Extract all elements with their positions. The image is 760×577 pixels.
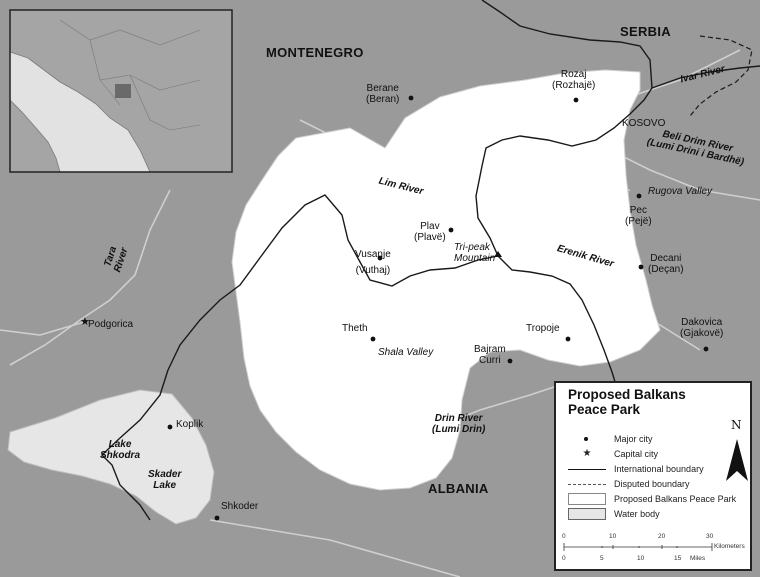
shkoder-river-line bbox=[209, 519, 461, 577]
city-markers bbox=[167, 95, 709, 521]
scale-km-0: 0 bbox=[562, 533, 566, 540]
label-plav: Plav(Plavë) bbox=[414, 221, 446, 243]
label-rugova-valley: Rugova Valley bbox=[648, 186, 713, 197]
lake-shkodra bbox=[7, 389, 215, 525]
theth-marker bbox=[370, 336, 376, 342]
disputed-boundary-symbol bbox=[568, 478, 606, 490]
pec-marker bbox=[636, 193, 642, 199]
label-kosovo: KOSOVO bbox=[622, 118, 666, 129]
berane-marker bbox=[408, 95, 414, 101]
label-koplik: Koplik bbox=[176, 419, 204, 430]
scale-km-30: 30 bbox=[706, 533, 714, 540]
tropoje-marker bbox=[565, 336, 571, 342]
scale-mi-15: 15 bbox=[674, 555, 682, 562]
legend-item-capital-city: ★ Capital city bbox=[568, 448, 659, 460]
decani-marker bbox=[638, 264, 644, 270]
scale-km-10: 10 bbox=[609, 533, 617, 540]
scale-mi-unit: Miles bbox=[690, 555, 706, 562]
label-decani: Decani(Deçan) bbox=[648, 253, 684, 275]
major-city-symbol bbox=[568, 433, 606, 445]
label-shala-valley: Shala Valley bbox=[378, 347, 434, 358]
shkoder-marker bbox=[214, 515, 220, 521]
intl-boundary-symbol bbox=[568, 463, 606, 475]
scale-km-unit: Kilometers bbox=[714, 543, 745, 550]
label-pec: Pec(Pejë) bbox=[625, 205, 652, 227]
legend-item-peace-park: Proposed Balkans Peace Park bbox=[568, 493, 736, 505]
label-tropoje: Tropoje bbox=[526, 323, 560, 334]
scale-km-20: 20 bbox=[658, 533, 666, 540]
inset-study-area bbox=[115, 84, 131, 98]
koplik-marker bbox=[167, 424, 173, 430]
capital-star-icon: ★ bbox=[582, 448, 592, 459]
scale-bar bbox=[563, 543, 713, 551]
podgorica-capital-marker: ★ bbox=[80, 315, 90, 328]
label-podgorica: Podgorica bbox=[88, 319, 134, 330]
dakovica-marker bbox=[703, 346, 709, 352]
disputed-boundary bbox=[689, 35, 753, 117]
label-albania: ALBANIA bbox=[428, 481, 489, 496]
label-vusanje: Vusanje(Vuthaj) bbox=[355, 249, 391, 276]
peace-park-area bbox=[231, 69, 661, 491]
label-theth: Theth bbox=[342, 323, 368, 334]
label-drin-river: Drin River(Lumi Drin) bbox=[432, 413, 486, 435]
boundary-serbia-kosovo bbox=[651, 65, 760, 89]
boundary-mne-kosovo bbox=[475, 87, 653, 257]
scale-mi-10: 10 bbox=[637, 555, 645, 562]
inset-locator-map bbox=[9, 9, 233, 173]
legend-item-disputed-boundary: Disputed boundary bbox=[568, 478, 690, 490]
scale-mi-0: 0 bbox=[562, 555, 566, 562]
label-shkoder: Shkoder bbox=[221, 501, 259, 512]
scale-mi-5: 5 bbox=[600, 555, 604, 562]
tara-river-line bbox=[9, 189, 171, 366]
boundary-mne-serbia bbox=[481, 0, 653, 89]
boundary-al-mne-west bbox=[100, 194, 499, 521]
rozaj-marker bbox=[573, 97, 579, 103]
boundary-al-kosovo bbox=[497, 255, 617, 386]
label-rozaj: Rozaj(Rozhajë) bbox=[552, 69, 596, 91]
label-dakovica: Dakovica(Gjakovë) bbox=[680, 317, 724, 339]
bajram-marker bbox=[507, 358, 513, 364]
north-arrow-icon bbox=[726, 439, 748, 481]
north-label: N bbox=[731, 418, 742, 432]
label-montenegro: MONTENEGRO bbox=[266, 45, 364, 60]
label-berane: Berane(Beran) bbox=[366, 83, 400, 105]
international-boundaries bbox=[100, 0, 760, 521]
water-body-symbol bbox=[568, 508, 606, 520]
podgorica-river-line bbox=[0, 321, 85, 336]
tripeak-mountain-marker bbox=[494, 251, 502, 257]
legend-item-intl-boundary: International boundary bbox=[568, 463, 704, 475]
legend-item-water-body: Water body bbox=[568, 508, 660, 520]
plav-marker bbox=[448, 227, 454, 233]
vusanje-marker bbox=[377, 255, 383, 261]
legend-item-major-city: Major city bbox=[568, 433, 653, 445]
peace-park-symbol bbox=[568, 493, 606, 505]
label-serbia: SERBIA bbox=[620, 24, 671, 39]
